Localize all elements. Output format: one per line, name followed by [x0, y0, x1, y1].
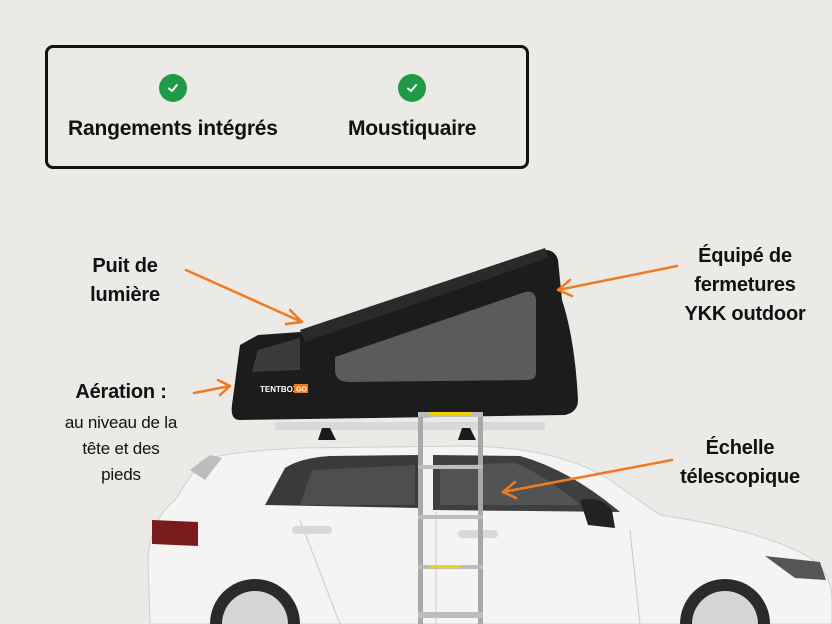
- feature-label: Moustiquaire: [348, 117, 477, 140]
- rooftop-tent: TENTBOX GO: [231, 248, 578, 420]
- callout-text: télescopique: [680, 466, 800, 488]
- telescopic-ladder: [418, 412, 483, 624]
- check-circle-icon: [398, 74, 427, 102]
- callout-text: YKK outdoor: [684, 303, 806, 325]
- callout-text: lumière: [90, 284, 160, 306]
- callout-text: tête et des: [82, 439, 160, 458]
- callout-skylight: Puit de lumière: [80, 252, 170, 310]
- callout-text: pieds: [101, 465, 141, 484]
- callout-text: Échelle: [705, 437, 775, 459]
- feature-storage: Rangements intégrés: [68, 74, 278, 141]
- callout-title: Aération :: [75, 381, 167, 403]
- callout-text: Puit de: [92, 255, 158, 277]
- svg-text:GO: GO: [296, 387, 307, 394]
- callout-text: fermetures: [694, 274, 796, 296]
- callout-ladder: Échelle télescopique: [665, 434, 815, 492]
- callout-ventilation: Aération : au niveau de la tête et des p…: [48, 378, 194, 488]
- feature-label: Rangements intégrés: [68, 117, 278, 140]
- callout-text: Équipé de: [698, 245, 792, 267]
- callout-ykk-zippers: Équipé de fermetures YKK outdoor: [670, 242, 820, 329]
- callout-text: au niveau de la: [64, 413, 178, 432]
- feature-mosquito-net: Moustiquaire: [348, 74, 476, 141]
- callout-arrows: [184, 264, 679, 500]
- features-box: Rangements intégrés Moustiquaire: [45, 45, 529, 169]
- roof-rack: [275, 422, 545, 440]
- tent-brand-logo: TENTBOX: [260, 385, 299, 394]
- check-circle-icon: [158, 74, 187, 102]
